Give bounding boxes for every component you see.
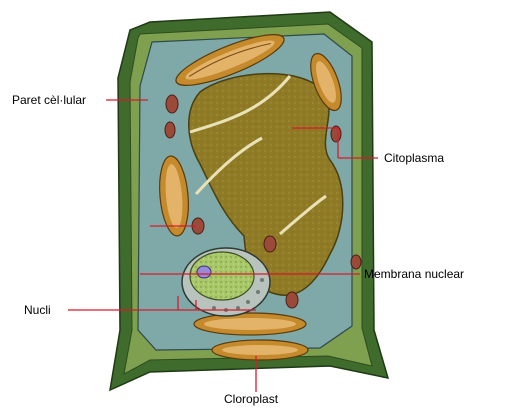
label-chloroplast: Cloroplast [224, 392, 278, 406]
mitochondrion [286, 292, 298, 308]
chloroplast [194, 313, 306, 335]
nucleolus [197, 266, 211, 278]
label-nuclear-membrane: Membrana nuclear [364, 267, 464, 281]
mitochondrion [264, 236, 276, 252]
mitochondrion [165, 122, 175, 138]
label-nucleus: Nucli [24, 303, 51, 317]
label-cell-wall: Paret cèl·lular [12, 93, 86, 107]
mitochondrion [166, 95, 178, 113]
chloroplast [212, 340, 308, 360]
mitochondrion [351, 255, 361, 269]
label-cytoplasm: Citoplasma [384, 151, 444, 165]
